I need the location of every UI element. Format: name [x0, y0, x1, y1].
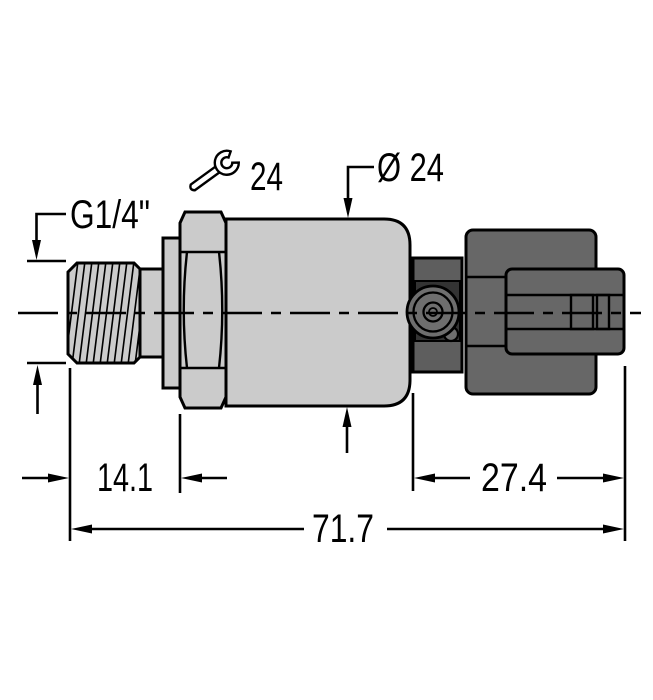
wrench-size-callout: 24	[189, 149, 283, 199]
diameter-callout: Ø 24	[342, 146, 444, 453]
dim-connector-length: 27.4	[414, 456, 624, 500]
hex-facet-arc-right	[217, 251, 224, 369]
thread-size-callout: G1/4"	[27, 193, 150, 414]
extension-lines	[68, 366, 627, 541]
arrow-up-icon	[33, 365, 42, 385]
connector-plug	[504, 267, 626, 356]
hex-nut	[178, 210, 228, 410]
connector-bracket	[405, 256, 464, 374]
dim-overall-length: 71.7	[71, 507, 624, 551]
arrow-right-icon	[603, 524, 624, 534]
arrow-up-icon	[342, 407, 352, 427]
dim-thread-length: 14.1	[22, 456, 227, 500]
dim-value-connector-length: 27.4	[481, 456, 547, 500]
hex-facet-arc-left	[182, 251, 189, 369]
arrow-down-icon	[32, 240, 41, 260]
diameter-label: Ø 24	[377, 146, 444, 190]
arrow-left-icon	[414, 473, 435, 483]
wrench-size-label: 24	[250, 155, 283, 199]
arrow-right-icon	[48, 473, 69, 483]
arrow-left-icon	[181, 473, 202, 483]
thread-size-label: G1/4"	[70, 193, 150, 237]
dim-value-overall-length: 71.7	[312, 507, 374, 551]
arrow-left-icon	[71, 524, 92, 534]
arrow-right-icon	[603, 473, 624, 483]
dim-value-thread-length: 14.1	[97, 456, 153, 500]
wrench-icon	[189, 149, 240, 192]
arrow-down-icon	[343, 198, 353, 218]
